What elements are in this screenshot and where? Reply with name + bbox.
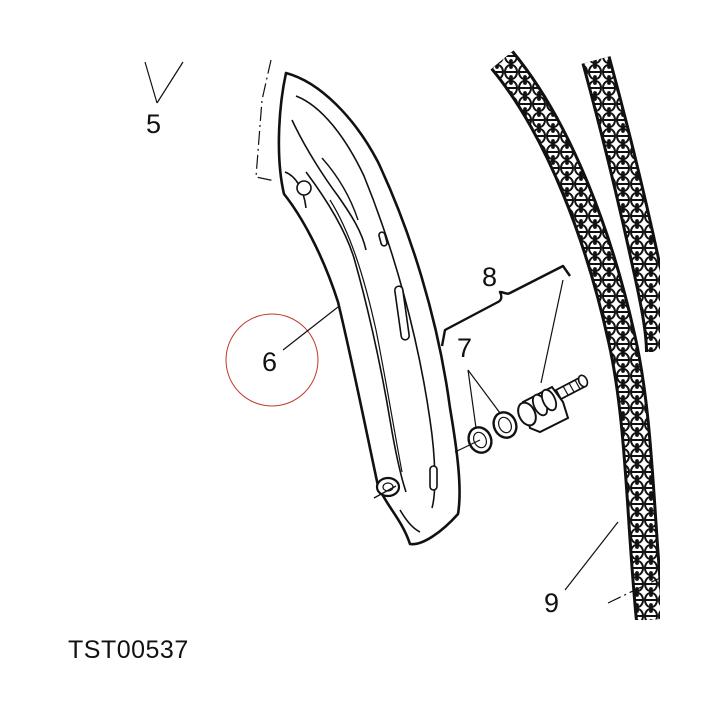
chain-guide-blade [277,71,461,546]
callout-6: 6 [225,306,339,407]
highlight-circle [225,313,319,407]
timing-chain [490,50,675,622]
callout-8: 8 [440,262,571,384]
callout-9-label: 9 [544,588,559,618]
centre-line-bottom [607,577,661,604]
callout-8-label: 8 [482,262,497,292]
centre-line-top [255,59,276,182]
pivot-axis-line [373,485,397,499]
pivot-bolt [517,374,589,434]
callout-5-label: 5 [146,109,161,139]
bolt-axis-line [454,439,481,453]
callout-6-label: 6 [262,347,277,377]
callout-7-label: 7 [457,333,472,363]
reference-code: TST00537 [68,636,189,660]
o-ring-pair [467,411,518,454]
callout-7: 7 [457,333,501,429]
callout-5: 5 [144,61,184,139]
kit-bracket [440,264,571,347]
callout-9: 9 [544,521,619,618]
